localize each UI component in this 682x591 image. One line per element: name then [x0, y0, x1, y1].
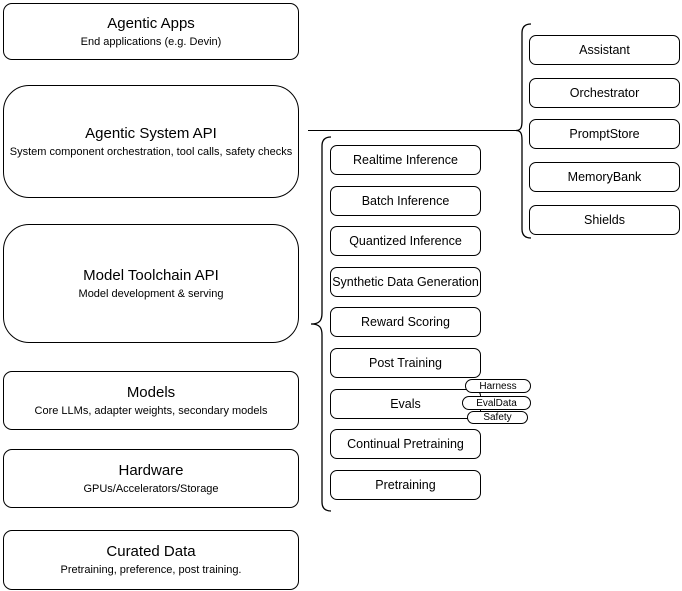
- node-hardware: Hardware GPUs/Accelerators/Storage: [3, 449, 299, 508]
- node-label: Evals: [390, 397, 421, 411]
- node-label: Post Training: [369, 356, 442, 370]
- node-title: Models: [126, 383, 176, 401]
- pill-label: Safety: [483, 412, 512, 423]
- node-synthetic-data-generation: Synthetic Data Generation: [330, 267, 481, 297]
- pill-label: Harness: [479, 380, 517, 392]
- node-title: Agentic Apps: [107, 14, 195, 32]
- node-subtitle: Pretraining, preference, post training.: [60, 564, 242, 576]
- node-label: Orchestrator: [569, 86, 640, 100]
- node-promptstore: PromptStore: [529, 119, 680, 149]
- node-title: Model Toolchain API: [83, 266, 219, 284]
- node-realtime-inference: Realtime Inference: [330, 145, 481, 175]
- node-evals: Evals: [330, 389, 481, 419]
- node-label: Batch Inference: [361, 194, 450, 208]
- node-label: Shields: [584, 213, 625, 227]
- node-batch-inference: Batch Inference: [330, 186, 481, 216]
- node-subtitle: End applications (e.g. Devin): [80, 35, 222, 48]
- node-label: Continual Pretraining: [347, 437, 464, 451]
- node-subtitle: Core LLMs, adapter weights, secondary mo…: [34, 404, 268, 417]
- node-subtitle: Model development & serving: [78, 287, 224, 300]
- node-label: Synthetic Data Generation: [332, 275, 479, 289]
- node-post-training: Post Training: [330, 348, 481, 378]
- pill-harness: Harness: [465, 379, 531, 393]
- node-label: Quantized Inference: [349, 234, 462, 248]
- node-label: MemoryBank: [567, 170, 642, 184]
- node-quantized-inference: Quantized Inference: [330, 226, 481, 256]
- node-title: Curated Data: [106, 543, 196, 560]
- node-memorybank: MemoryBank: [529, 162, 680, 192]
- node-reward-scoring: Reward Scoring: [330, 307, 481, 337]
- node-pretraining: Pretraining: [330, 470, 481, 500]
- pill-evaldata: EvalData: [462, 396, 531, 410]
- node-subtitle: System component orchestration, tool cal…: [9, 145, 293, 158]
- node-label: Assistant: [579, 43, 630, 57]
- node-continual-pretraining: Continual Pretraining: [330, 429, 481, 459]
- node-model-toolchain-api: Model Toolchain API Model development & …: [3, 224, 299, 343]
- node-orchestrator: Orchestrator: [529, 78, 680, 108]
- toolchain-bracket: [310, 136, 332, 512]
- node-subtitle: GPUs/Accelerators/Storage: [83, 482, 219, 495]
- node-agentic-system-api: Agentic System API System component orch…: [3, 85, 299, 198]
- pill-safety: Safety: [467, 411, 528, 424]
- node-label: Pretraining: [375, 478, 436, 492]
- node-shields: Shields: [529, 205, 680, 235]
- node-models: Models Core LLMs, adapter weights, secon…: [3, 371, 299, 430]
- node-assistant: Assistant: [529, 35, 680, 65]
- node-title: Agentic System API: [85, 124, 217, 142]
- pill-label: EvalData: [476, 397, 517, 409]
- node-label: Reward Scoring: [361, 315, 450, 329]
- node-label: Realtime Inference: [353, 153, 458, 167]
- node-agentic-apps: Agentic Apps End applications (e.g. Devi…: [3, 3, 299, 60]
- node-title: Hardware: [118, 461, 184, 479]
- node-label: PromptStore: [569, 127, 640, 141]
- node-curated-data: Curated Data Pretraining, preference, po…: [3, 530, 299, 590]
